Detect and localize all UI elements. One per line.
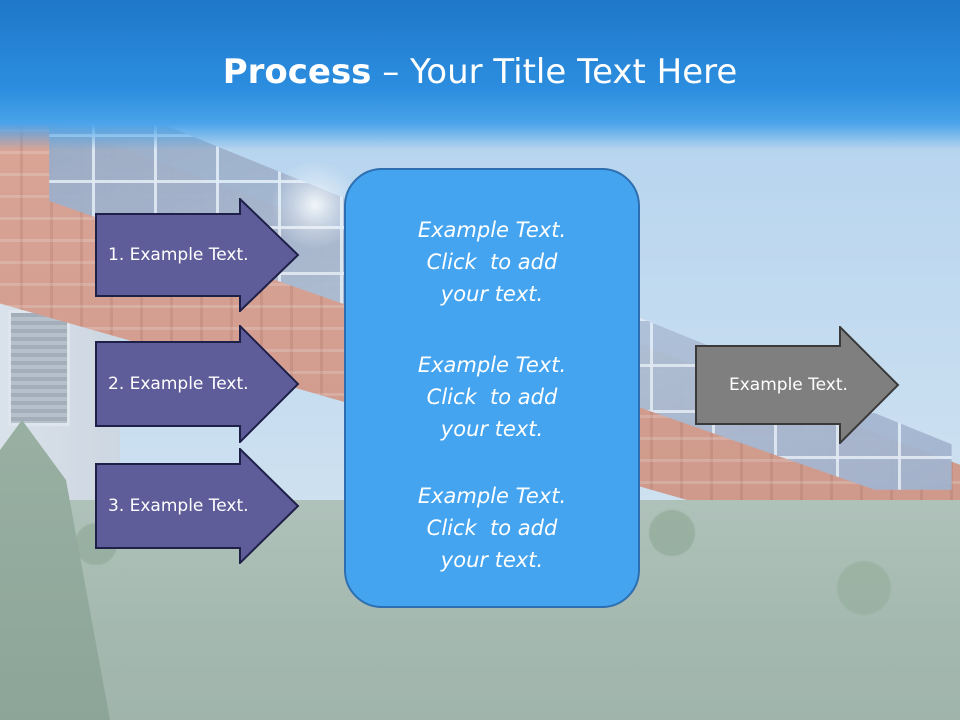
output-arrow[interactable]: Example Text.: [695, 326, 900, 444]
input-arrow-1-label: 1. Example Text.: [108, 245, 249, 265]
title-bar: [0, 0, 960, 150]
center-text-2-line-2: Click to add: [426, 385, 558, 409]
slide-title[interactable]: Process – Your Title Text Here: [0, 52, 960, 92]
house-window: [8, 310, 70, 426]
center-text-2[interactable]: Example Text. Click to add your text.: [346, 349, 638, 445]
center-text-1-line-3: your text.: [440, 282, 544, 306]
center-text-2-line-3: your text.: [440, 417, 544, 441]
input-arrow-3[interactable]: 3. Example Text.: [95, 448, 300, 564]
center-text-2-line-1: Example Text.: [417, 353, 567, 377]
arrow-shape: [95, 325, 300, 443]
input-arrow-2-label: 2. Example Text.: [108, 374, 249, 394]
center-text-1-line-1: Example Text.: [417, 218, 567, 242]
center-text-1-line-2: Click to add: [426, 250, 558, 274]
center-text-3-line-3: your text.: [440, 548, 544, 572]
center-text-3-line-2: Click to add: [426, 516, 558, 540]
slide-title-bold: Process: [222, 52, 372, 92]
arrow-shape: [695, 326, 900, 444]
output-arrow-label: Example Text.: [729, 375, 848, 395]
arrow-shape: [95, 198, 300, 312]
center-text-3[interactable]: Example Text. Click to add your text.: [346, 480, 638, 576]
center-process-box[interactable]: Example Text. Click to add your text. Ex…: [344, 168, 640, 608]
center-text-1[interactable]: Example Text. Click to add your text.: [346, 214, 638, 310]
slide-title-rest: – Your Title Text Here: [371, 52, 738, 92]
input-arrow-3-label: 3. Example Text.: [108, 496, 249, 516]
center-text-3-line-1: Example Text.: [417, 484, 567, 508]
arrow-shape: [95, 448, 300, 564]
input-arrow-1[interactable]: 1. Example Text.: [95, 198, 300, 312]
input-arrow-2[interactable]: 2. Example Text.: [95, 325, 300, 443]
